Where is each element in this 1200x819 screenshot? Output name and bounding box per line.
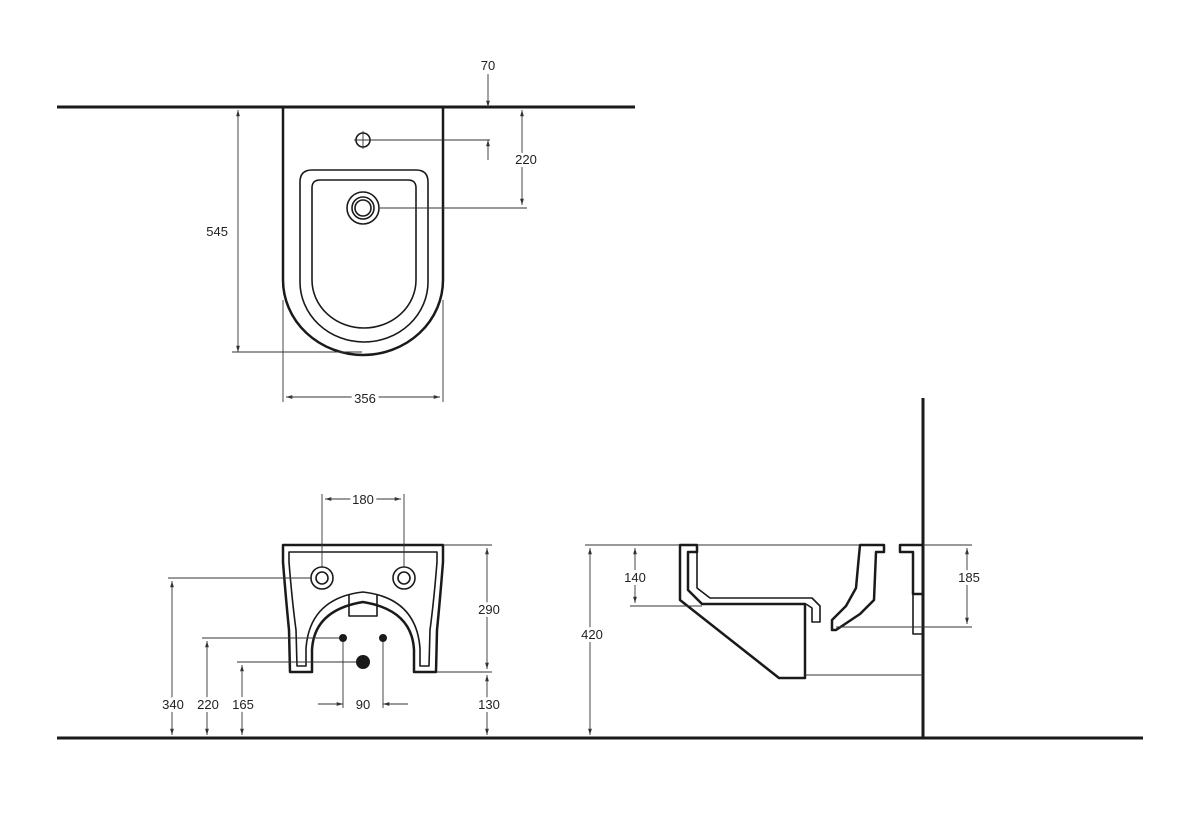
dim-140-label: 140 (624, 570, 646, 585)
top-view-bowl-inner (311, 179, 417, 329)
top-view: 545 356 70 220 (57, 58, 635, 409)
dim-420-label: 420 (581, 627, 603, 642)
dim-356-label: 356 (354, 391, 376, 406)
fixing-right-icon (392, 566, 416, 590)
front-view-outline (281, 543, 445, 674)
side-view-bowl-inner (696, 552, 821, 623)
supply-left-icon (339, 634, 347, 642)
dim-165-label: 165 (232, 697, 254, 712)
top-view-outline (281, 107, 445, 357)
tap-hole-icon (354, 131, 372, 149)
front-view-overflow (348, 595, 378, 617)
top-view-bowl-outer (299, 169, 429, 343)
waste-icon (356, 655, 370, 669)
side-view-bracket (898, 543, 925, 596)
dim-130-label: 130 (478, 697, 500, 712)
front-view-inner (288, 551, 438, 667)
dim-180-label: 180 (352, 492, 374, 507)
dim-70-label: 70 (481, 58, 495, 73)
dim-340-label: 340 (162, 697, 184, 712)
dim-90-label: 90 (356, 697, 370, 712)
front-view: 180 290 130 340 220 165 90 (57, 489, 1143, 740)
dim-290-label: 290 (478, 602, 500, 617)
dim-545-label: 545 (206, 224, 228, 239)
dim-220-front-label: 220 (197, 697, 219, 712)
side-view: 420 140 185 (578, 398, 983, 738)
dim-185-label: 185 (958, 570, 980, 585)
fixing-left-icon (310, 566, 334, 590)
dim-220-label: 220 (515, 152, 537, 167)
side-view-rim-right (830, 543, 886, 632)
side-view-bracket-lower (912, 594, 923, 635)
waste-outlet-icon (346, 191, 380, 225)
supply-right-icon (379, 634, 387, 642)
side-view-outline (678, 543, 807, 680)
